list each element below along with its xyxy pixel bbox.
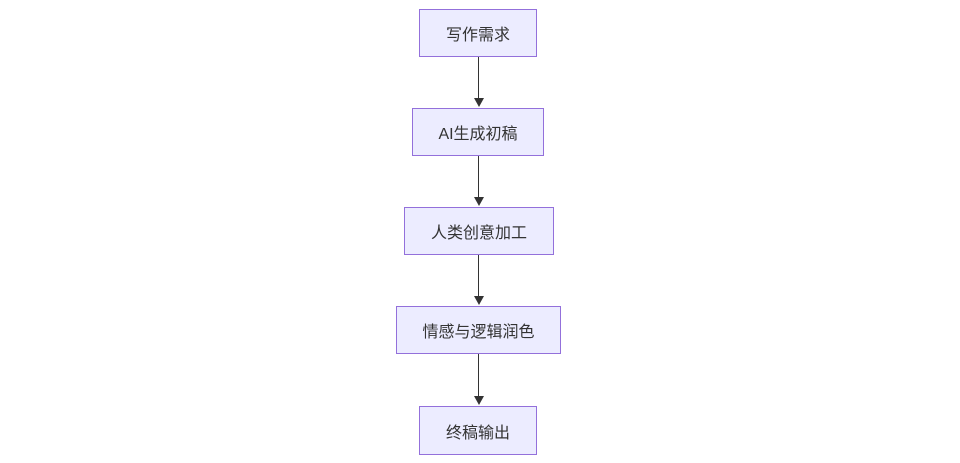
- flowchart-edge-4: [473, 354, 484, 405]
- flowchart-node-writing-requirement: 写作需求: [419, 9, 537, 57]
- arrowhead-down-icon: [473, 396, 484, 405]
- arrowhead-down-icon: [473, 296, 484, 305]
- edge-line: [478, 255, 479, 296]
- flowchart-edge-3: [473, 255, 484, 305]
- edge-line: [478, 354, 479, 396]
- edge-line: [478, 57, 479, 98]
- flowchart-edge-1: [473, 57, 484, 107]
- edge-line: [478, 156, 479, 197]
- arrowhead-down-icon: [473, 98, 484, 107]
- flowchart-node-emotion-logic-polish: 情感与逻辑润色: [396, 306, 561, 354]
- flowchart-edge-2: [473, 156, 484, 206]
- flowchart-node-human-creative-processing: 人类创意加工: [404, 207, 554, 255]
- flowchart-node-final-output: 终稿输出: [419, 406, 537, 455]
- flowchart-node-ai-first-draft: AI生成初稿: [412, 108, 544, 156]
- arrowhead-down-icon: [473, 197, 484, 206]
